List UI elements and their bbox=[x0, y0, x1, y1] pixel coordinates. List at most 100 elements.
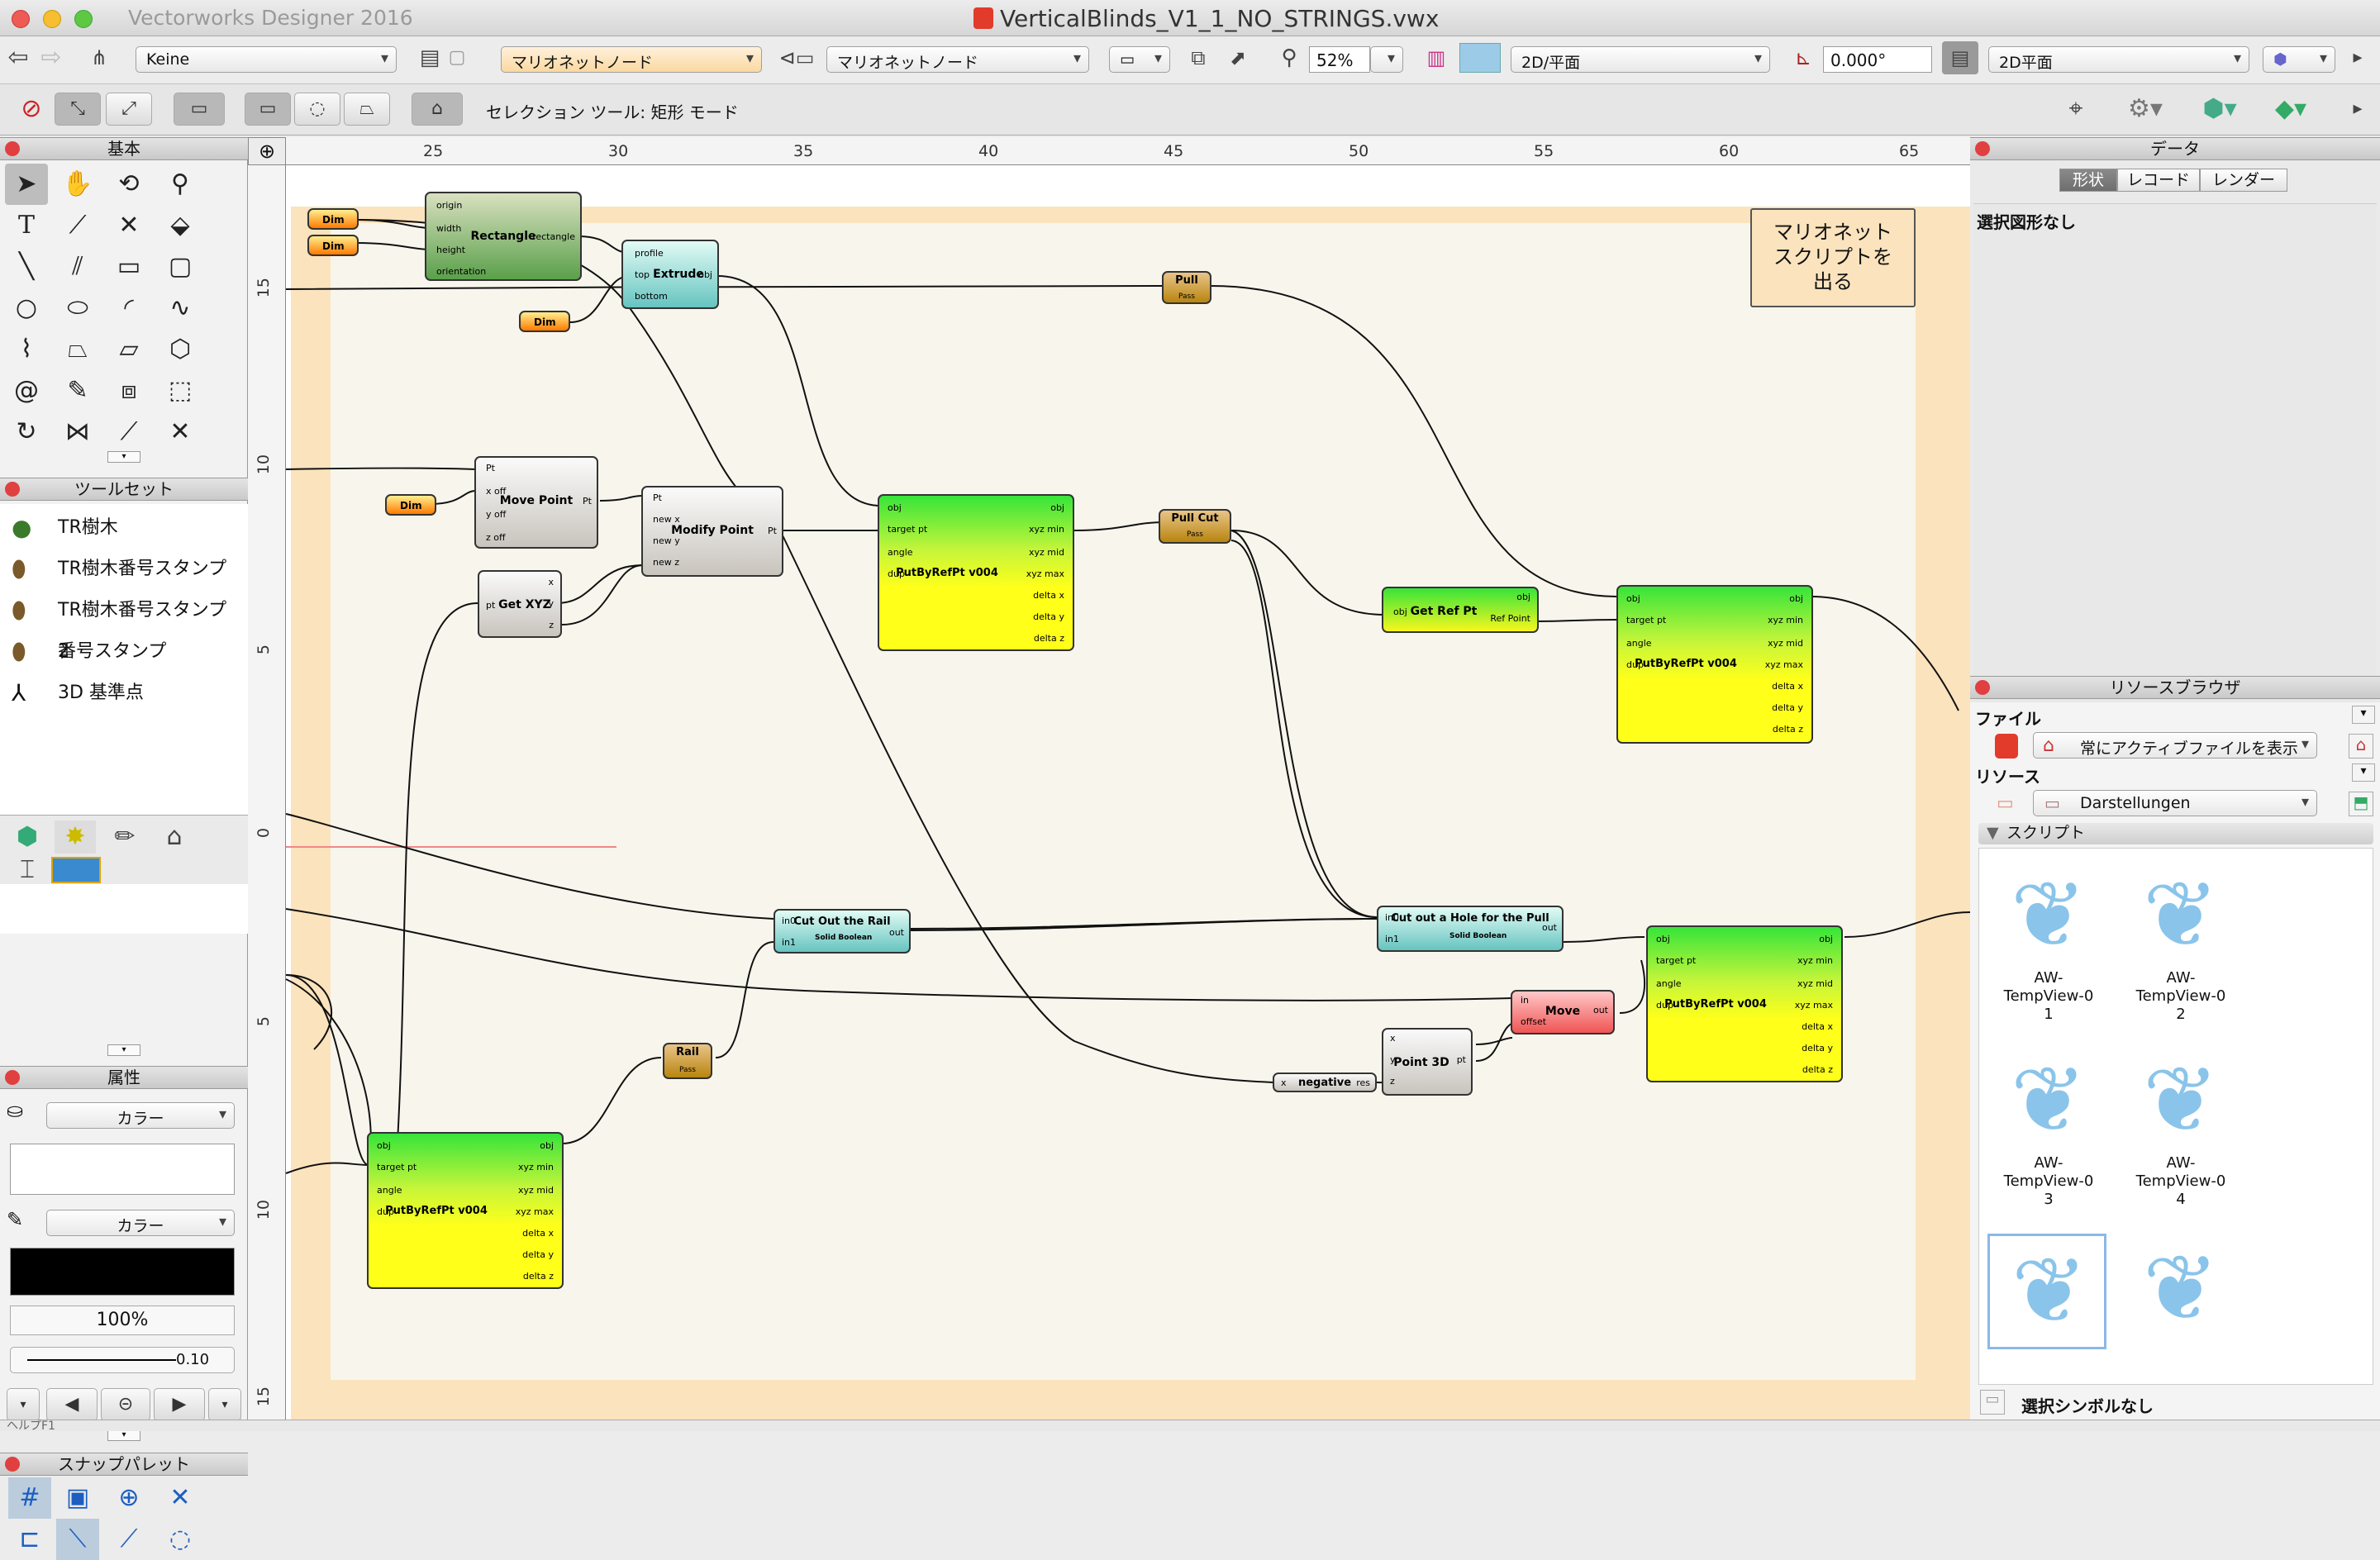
tab-shape[interactable]: 形状 bbox=[2059, 169, 2117, 192]
polygon-marquee-icon[interactable]: ⏢ bbox=[344, 93, 390, 126]
resource-item-selected[interactable]: ❦ bbox=[1987, 1234, 2106, 1349]
preferences-icon[interactable]: ⌂ bbox=[412, 93, 463, 126]
minimize-window-button[interactable] bbox=[43, 10, 61, 28]
render-mode-icon[interactable]: ▥ bbox=[1426, 46, 1446, 69]
building-toolset-icon[interactable]: ⌂ bbox=[166, 822, 183, 851]
interactive-scaling-icon[interactable]: ⤢ bbox=[106, 93, 152, 126]
toolset-item-tree-stamp-2[interactable]: ⬮TR樹木番号スタンプ2 bbox=[0, 590, 231, 662]
resources-dropdown[interactable]: Darstellungen bbox=[2033, 790, 2317, 816]
rectangle-select-mode-icon[interactable]: ⤡ bbox=[55, 93, 101, 126]
trim-tool-icon[interactable]: ✕ bbox=[169, 417, 191, 446]
move-point-node[interactable]: Move Point Pt x off y off z off Pt bbox=[474, 456, 598, 549]
end-marker-icon[interactable]: ▶ bbox=[154, 1388, 205, 1421]
line-tool-icon[interactable]: ╲ bbox=[18, 252, 35, 281]
sheet-dropdown[interactable]: ▭ bbox=[1109, 46, 1170, 73]
zoom-tool-icon[interactable]: ⚲ bbox=[171, 169, 189, 198]
file-menu-button[interactable]: ▾ bbox=[2352, 706, 2375, 724]
arc-tool-icon[interactable]: ◜ bbox=[124, 293, 134, 322]
resources-menu-button[interactable]: ▾ bbox=[2352, 763, 2375, 782]
fill-swatch[interactable] bbox=[10, 1144, 235, 1195]
oval-tool-icon[interactable]: ⬭ bbox=[67, 293, 88, 322]
align-mode-icon[interactable]: ▭ bbox=[174, 93, 225, 126]
dim-node[interactable]: Dim bbox=[307, 235, 359, 256]
zoom-field[interactable]: 52% bbox=[1309, 46, 1370, 73]
split-tool-icon[interactable]: ⟋ bbox=[120, 417, 138, 446]
toolset-item-tree-stamp[interactable]: ⬮TR樹木番号スタンプ bbox=[0, 549, 231, 590]
put-by-ref-pt-node-3[interactable]: PutByRefPt v004 obj target pt angle dup … bbox=[1646, 925, 1843, 1082]
shapes-toolset-icon[interactable]: ⬢ bbox=[16, 822, 39, 851]
marionette-tools-icon[interactable]: ◆▾ bbox=[2274, 94, 2307, 123]
close-window-button[interactable] bbox=[12, 10, 30, 28]
class-visibility-icon[interactable]: ⊲▭ bbox=[778, 46, 815, 69]
saved-views-icon[interactable]: ⧉ bbox=[1191, 46, 1206, 69]
extrude-node[interactable]: Extrude profile top bottom obj bbox=[621, 240, 719, 309]
back-arrow-icon[interactable]: ⇦ bbox=[7, 43, 29, 72]
pull-node[interactable]: Pull Pass bbox=[1162, 271, 1211, 304]
forward-arrow-icon[interactable]: ⇨ bbox=[40, 43, 62, 72]
toolset-item-tree[interactable]: ●TR樹木 bbox=[0, 507, 231, 549]
preview-icon[interactable]: ▭ bbox=[1980, 1390, 2005, 1415]
selection-tool-icon[interactable]: ➤ bbox=[5, 164, 48, 205]
class-dropdown[interactable]: Keine bbox=[136, 46, 397, 73]
snap-to-distance-icon[interactable]: ⊏ bbox=[19, 1524, 40, 1553]
smart-edge-icon[interactable]: ⟋ bbox=[120, 1524, 138, 1553]
pen-swatch[interactable] bbox=[10, 1248, 235, 1296]
settings-gear-icon[interactable]: ⚙▾ bbox=[2128, 94, 2163, 123]
rounded-rectangle-tool-icon[interactable]: ▢ bbox=[168, 252, 193, 281]
marionette-run-icon[interactable]: ⬢▾ bbox=[2202, 94, 2237, 123]
exit-script-button[interactable]: マリオネット スクリプトを 出る bbox=[1750, 208, 1916, 307]
locus-tool-icon[interactable]: ✕ bbox=[118, 211, 140, 240]
layer-options-icon[interactable]: ▢ bbox=[448, 47, 466, 68]
origin-crosshair-icon[interactable]: ⊕ bbox=[248, 137, 286, 165]
freehand-tool-icon[interactable]: ∿ bbox=[169, 293, 191, 322]
put-by-ref-pt-node-2[interactable]: PutByRefPt v004 obj target pt angle dup … bbox=[1616, 585, 1813, 744]
get-ref-pt-node[interactable]: Get Ref Pt obj obj Ref Point bbox=[1382, 587, 1539, 633]
polyline-tool-icon[interactable]: ⌇ bbox=[20, 335, 33, 364]
dim-node[interactable]: Dim bbox=[307, 208, 359, 230]
snap-to-intersection-icon[interactable]: ✕ bbox=[169, 1483, 191, 1512]
hierarchy-icon[interactable]: ⋔ bbox=[90, 46, 108, 69]
spiral-tool-icon[interactable]: @ bbox=[14, 376, 39, 405]
angle-field[interactable]: 0.000° bbox=[1823, 46, 1932, 73]
zoom-dropdown[interactable] bbox=[1370, 46, 1403, 73]
rectangle-marquee-icon[interactable]: ▭ bbox=[245, 93, 291, 126]
put-by-ref-pt-node[interactable]: PutByRefPt v004 obj target pt angle dup … bbox=[878, 494, 1074, 651]
dimension-tool-icon[interactable]: ⟋ bbox=[69, 211, 87, 240]
double-line-tool-icon[interactable]: ⫽ bbox=[72, 252, 83, 281]
circle-tool-icon[interactable]: ○ bbox=[15, 293, 38, 322]
pencil-toolset-icon[interactable]: ✏ bbox=[114, 822, 136, 851]
toolset-item-3d-locus[interactable]: ⅄3D 基準点 bbox=[0, 673, 231, 714]
text-tool-icon[interactable]: T bbox=[17, 211, 35, 240]
polygon-tool-icon[interactable]: ⏢ bbox=[68, 335, 88, 364]
expand-basic-icon[interactable]: ▾ bbox=[107, 451, 140, 463]
pen-style-dropdown[interactable]: カラー bbox=[46, 1210, 235, 1236]
overflow-icon-2[interactable]: ▸ bbox=[2353, 98, 2363, 119]
add-resource-icon[interactable]: ⬒ bbox=[2349, 792, 2373, 816]
toolset-item-number-stamp[interactable]: ⬮番号スタンプ bbox=[0, 631, 231, 673]
dims-toolset-icon[interactable]: ⌶ bbox=[20, 855, 35, 884]
close-palette-icon[interactable] bbox=[5, 1070, 20, 1085]
expand-toolset-icon[interactable]: ▾ bbox=[107, 1044, 140, 1056]
negative-node[interactable]: x negative res bbox=[1273, 1072, 1377, 1092]
rectangle-tool-icon[interactable]: ▭ bbox=[117, 252, 141, 281]
start-marker-icon[interactable]: ◀ bbox=[46, 1388, 98, 1421]
cut-hole-node[interactable]: Cut out a Hole for the Pull Solid Boolea… bbox=[1377, 906, 1564, 952]
modify-point-node[interactable]: Modify Point Pt new x new y new z Pt bbox=[641, 486, 783, 577]
close-palette-icon[interactable] bbox=[5, 141, 20, 156]
flyover-tool-icon[interactable]: ⟲ bbox=[118, 169, 140, 198]
tab-render[interactable]: レンダー bbox=[2200, 169, 2287, 192]
put-by-ref-pt-node-4[interactable]: PutByRefPt v004 obj target pt angle dup … bbox=[367, 1132, 564, 1289]
attribute-mapping-icon[interactable]: ⬙ bbox=[170, 211, 190, 240]
dim-node[interactable]: Dim bbox=[385, 494, 436, 516]
reshape-tool-icon[interactable]: ⬚ bbox=[168, 376, 193, 405]
scripts-section-header[interactable]: ▼ スクリプト bbox=[1978, 823, 2373, 844]
view-dropdown[interactable]: 2D/平面 bbox=[1511, 46, 1770, 73]
rectangle-node[interactable]: Rectangle origin width height orientatio… bbox=[425, 192, 582, 281]
snoop-icon[interactable]: ⌖ bbox=[2068, 94, 2083, 123]
cut-out-rail-node[interactable]: Cut Out the Rail Solid Boolean in0 in1 o… bbox=[774, 909, 911, 954]
plane-dropdown[interactable]: 2D平面 bbox=[1988, 46, 2249, 73]
rail-node[interactable]: Rail Pass bbox=[663, 1043, 712, 1079]
projection-icon[interactable] bbox=[1459, 43, 1501, 73]
home-button-icon[interactable]: ⌂ bbox=[2349, 734, 2373, 759]
mirror-tool-icon[interactable]: ⋈ bbox=[65, 417, 90, 446]
